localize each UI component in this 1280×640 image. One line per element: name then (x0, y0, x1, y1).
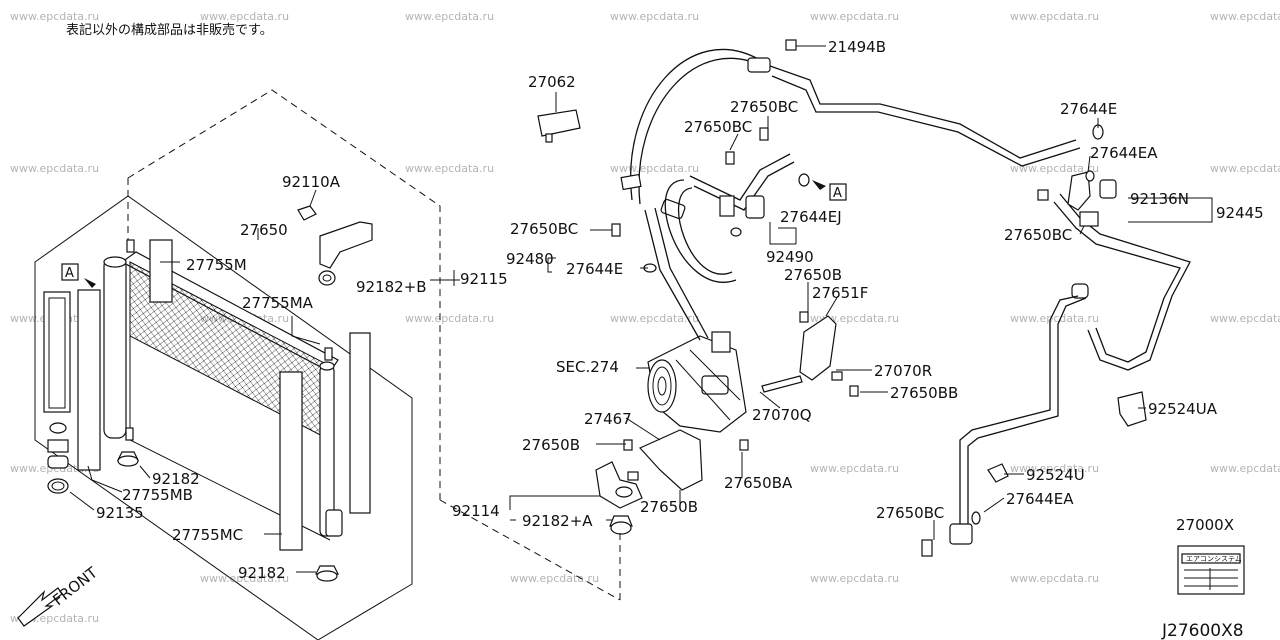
svg-text:www.epcdata.ru: www.epcdata.ru (1210, 10, 1280, 23)
label-27650b-top: 27650B (784, 266, 842, 284)
label-27467: 27467 (584, 410, 632, 428)
label-92182-bot: 92182 (238, 564, 286, 582)
label-27650bc-d: 27650BC (1004, 226, 1072, 244)
svg-text:www.epcdata.ru: www.epcdata.ru (510, 572, 599, 585)
label-27650ba: 27650BA (724, 474, 793, 492)
label-27070r: 27070R (874, 362, 932, 380)
svg-text:www.epcdata.ru: www.epcdata.ru (1210, 162, 1280, 175)
sticker-27000x: エアコンシステム (1177, 545, 1245, 595)
label-21494b: 21494B (828, 38, 886, 56)
svg-text:www.epcdata.ru: www.epcdata.ru (1010, 10, 1099, 23)
label-27755m: 27755M (186, 256, 247, 274)
svg-text:www.epcdata.ru: www.epcdata.ru (1010, 572, 1099, 585)
label-27062: 27062 (528, 73, 576, 91)
label-sec274: SEC.274 (556, 358, 619, 376)
svg-text:www.epcdata.ru: www.epcdata.ru (810, 462, 899, 475)
label-92114: 92114 (452, 502, 500, 520)
label-92524u: 92524U (1026, 466, 1085, 484)
label-27644ea-top: 27644EA (1090, 144, 1158, 162)
label-92110a: 92110A (282, 173, 341, 191)
label-92115: 92115 (460, 270, 508, 288)
label-27650b-bot: 27650B (640, 498, 698, 516)
compressor-assembly (439, 311, 859, 601)
label-27755mb: 27755MB (122, 486, 193, 504)
svg-text:www.epcdata.ru: www.epcdata.ru (610, 312, 699, 325)
label-92445: 92445 (1216, 204, 1264, 222)
svg-text:www.epcdata.ru: www.epcdata.ru (200, 572, 289, 585)
label-27644ea-bot: 27644EA (1006, 490, 1074, 508)
parts-note: 表記以外の構成部品は非販売です。 (66, 22, 273, 38)
part-labels: 21494B 27062 27650BC 27650BC 27644E 2764… (96, 38, 1264, 582)
svg-text:www.epcdata.ru: www.epcdata.ru (1010, 312, 1099, 325)
label-27650bb: 27650BB (890, 384, 958, 402)
diagram-code: J27600X8 (1161, 621, 1244, 640)
label-27644e-top: 27644E (1060, 100, 1117, 118)
svg-text:www.epcdata.ru: www.epcdata.ru (10, 10, 99, 23)
svg-text:www.epcdata.ru: www.epcdata.ru (1210, 312, 1280, 325)
svg-text:www.epcdata.ru: www.epcdata.ru (1210, 462, 1280, 475)
svg-text:www.epcdata.ru: www.epcdata.ru (405, 10, 494, 23)
label-27000x: 27000X (1176, 516, 1234, 534)
svg-text:www.epcdata.ru: www.epcdata.ru (405, 312, 494, 325)
label-27650bc-e: 27650BC (876, 504, 944, 522)
label-27651f: 27651F (812, 284, 868, 302)
condenser-assembly: A (34, 89, 441, 640)
label-27644e-mid: 27644E (566, 260, 623, 278)
label-27650bc-a: 27650BC (730, 98, 798, 116)
svg-text:www.epcdata.ru: www.epcdata.ru (405, 162, 494, 175)
label-92182a: 92182+A (522, 512, 593, 530)
label-27755mc: 27755MC (172, 526, 243, 544)
svg-text:www.epcdata.ru: www.epcdata.ru (1010, 162, 1099, 175)
label-92480: 92480 (506, 250, 554, 268)
label-92182b: 92182+B (356, 278, 427, 296)
label-27650: 27650 (240, 221, 288, 239)
svg-text:www.epcdata.ru: www.epcdata.ru (200, 10, 289, 23)
svg-text:FRONT: FRONT (49, 563, 101, 609)
label-27650b-left: 27650B (522, 436, 580, 454)
label-92135: 92135 (96, 504, 144, 522)
svg-text:www.epcdata.ru: www.epcdata.ru (610, 10, 699, 23)
label-27650bc-c: 27650BC (510, 220, 578, 238)
svg-text:エアコンシステム: エアコンシステム (1186, 555, 1242, 563)
label-92136n: 92136N (1130, 190, 1189, 208)
label-92524ua: 92524UA (1148, 400, 1218, 418)
label-27070q: 27070Q (752, 406, 812, 424)
label-92182: 92182 (152, 470, 200, 488)
svg-text:www.epcdata.ru: www.epcdata.ru (810, 572, 899, 585)
svg-text:www.epcdata.ru: www.epcdata.ru (810, 10, 899, 23)
pipe-network: A (537, 39, 1191, 557)
label-27650bc-b: 27650BC (684, 118, 752, 136)
svg-text:www.epcdata.ru: www.epcdata.ru (1010, 462, 1099, 475)
leader-lines (69, 45, 1213, 573)
label-27644ej: 27644EJ (780, 208, 842, 226)
label-27755ma: 27755MA (242, 294, 314, 312)
label-92490: 92490 (766, 248, 814, 266)
svg-text:www.epcdata.ru: www.epcdata.ru (10, 162, 99, 175)
svg-text:www.epcdata.ru: www.epcdata.ru (610, 162, 699, 175)
svg-text:A: A (833, 186, 842, 201)
svg-text:A: A (65, 266, 74, 281)
